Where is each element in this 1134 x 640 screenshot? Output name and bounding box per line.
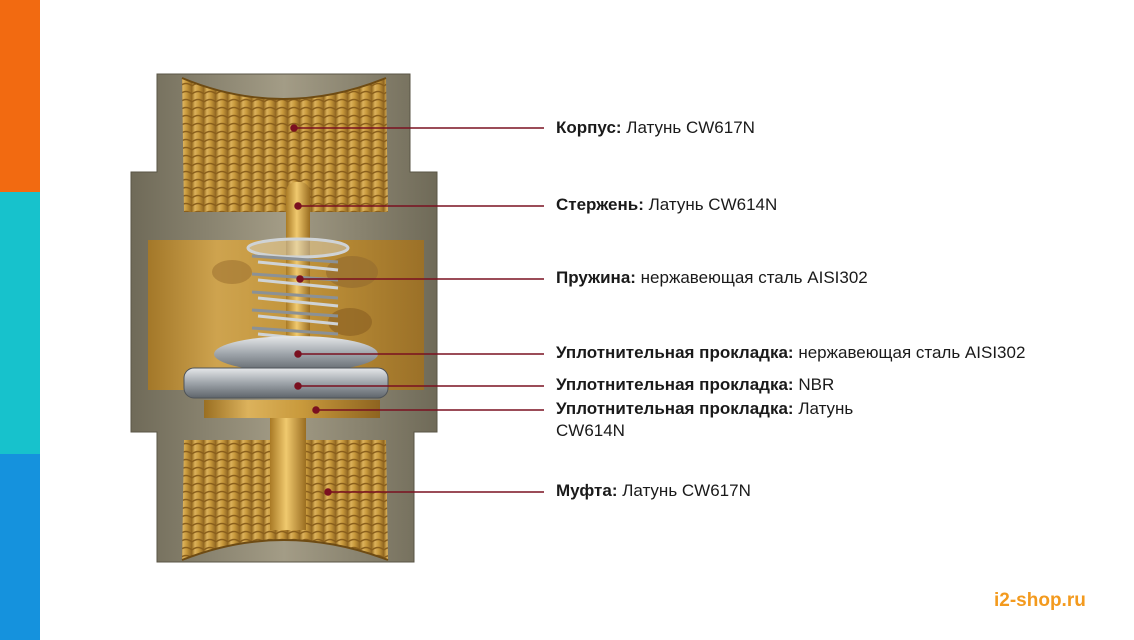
callout-term: Пружина:: [556, 268, 636, 287]
callout-term: Стержень:: [556, 195, 644, 214]
callout-term: Уплотнительная прокладка:: [556, 343, 794, 362]
callout-value: Латунь CW614N: [648, 195, 778, 214]
callout-coupling: Муфта: Латунь CW617N: [556, 480, 751, 502]
callout-steel-gasket: Уплотнительная прокладка: нержавеющая ст…: [556, 342, 1025, 364]
side-stripe-teal: [0, 192, 40, 454]
callout-nbr-gasket: Уплотнительная прокладка: NBR: [556, 374, 834, 396]
side-stripe-blue: [0, 454, 40, 640]
callout-brass-gasket: Уплотнительная прокладка: Латунь CW614N: [556, 398, 906, 442]
callout-body: Корпус: Латунь CW617N: [556, 117, 755, 139]
brand-logo-text[interactable]: i2-shop.ru: [994, 590, 1086, 611]
brass-seat: [204, 400, 380, 418]
nbr-gasket: [183, 367, 389, 399]
callout-value: нержавеющая сталь AISI302: [640, 268, 868, 287]
callout-term: Корпус:: [556, 118, 622, 137]
callout-spring: Пружина: нержавеющая сталь AISI302: [556, 267, 868, 289]
leader-lines: [290, 124, 544, 496]
callout-term: Уплотнительная прокладка:: [556, 399, 794, 418]
callout-value: Латунь CW617N: [626, 118, 755, 137]
callout-stem: Стержень: Латунь CW614N: [556, 194, 777, 216]
callout-term: Муфта:: [556, 481, 618, 500]
callout-value: Латунь CW614N: [556, 399, 854, 440]
callout-value: NBR: [798, 375, 835, 394]
callout-term: Уплотнительная прокладка:: [556, 375, 794, 394]
side-stripe-orange: [0, 0, 40, 192]
callout-value: нержавеющая сталь AISI302: [798, 343, 1026, 362]
upper-threaded-bore: [181, 77, 388, 212]
spring: [246, 237, 350, 344]
callout-value: Латунь CW617N: [622, 481, 751, 500]
